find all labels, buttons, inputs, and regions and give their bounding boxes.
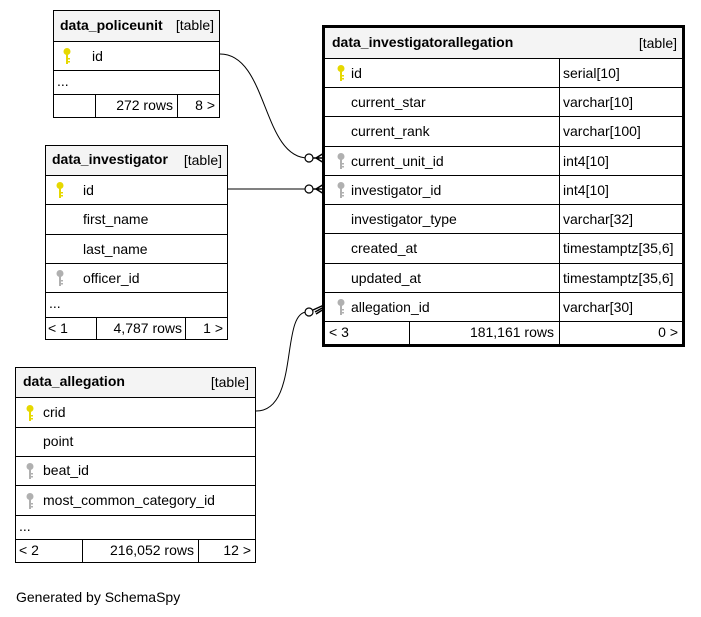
table-type: [table] xyxy=(638,35,677,51)
table-data-policeunit[interactable]: data_policeunit [table] id ... 272 rows … xyxy=(53,10,220,118)
column-row: beat_id xyxy=(16,456,255,485)
table-footer: < 3 181,161 rows 0 > xyxy=(325,321,682,344)
table-type: [table] xyxy=(183,152,222,168)
more-indicator: ... xyxy=(19,518,31,534)
table-type: [table] xyxy=(210,374,249,390)
table-header: data_allegation [table] xyxy=(16,368,255,397)
column-name: officer_id xyxy=(83,270,140,286)
column-datatype: timestamptz[35,6] xyxy=(563,240,674,256)
table-data-allegation[interactable]: data_allegation [table] crid point beat_… xyxy=(15,367,256,563)
column-row: first_name xyxy=(46,204,227,234)
relationship-end-circle xyxy=(304,307,314,317)
foreign-key-icon xyxy=(336,181,346,202)
relationship-end-circle xyxy=(304,153,314,163)
foreign-key-icon xyxy=(336,152,346,173)
column-name: crid xyxy=(43,404,66,420)
row-count: 181,161 rows xyxy=(469,324,554,340)
column-row: current_rank varchar[100] xyxy=(325,116,682,146)
column-name: id xyxy=(92,48,103,64)
relationship-allegation-to-allegation-id xyxy=(255,311,308,412)
column-datatype: varchar[30] xyxy=(563,299,634,315)
footer-left: < 3 xyxy=(329,324,349,340)
table-name: data_policeunit xyxy=(60,17,163,33)
more-columns: ... xyxy=(54,70,219,94)
footer-right: 1 > xyxy=(203,320,223,336)
column-name: current_unit_id xyxy=(351,153,444,169)
foreign-key-icon xyxy=(25,462,35,483)
footer-right: 8 > xyxy=(195,97,215,113)
column-name: point xyxy=(43,433,74,449)
column-name: first_name xyxy=(83,211,149,227)
footer-left: < 1 xyxy=(48,320,68,336)
table-type: [table] xyxy=(175,17,214,33)
table-data-investigatorallegation[interactable]: data_investigatorallegation [table] id s… xyxy=(322,25,685,347)
column-datatype: varchar[10] xyxy=(563,94,634,110)
column-row: officer_id xyxy=(46,263,227,292)
column-name: last_name xyxy=(83,241,148,257)
column-name: created_at xyxy=(351,240,418,256)
column-name: id xyxy=(83,182,94,198)
column-name: current_star xyxy=(351,94,426,110)
footer-right: 0 > xyxy=(658,324,678,340)
row-count: 272 rows xyxy=(116,97,173,113)
column-row: last_name xyxy=(46,234,227,263)
table-name: data_investigatorallegation xyxy=(332,34,514,50)
relationship-end-circle xyxy=(304,184,314,194)
foreign-key-icon xyxy=(25,492,35,513)
table-name: data_allegation xyxy=(23,373,125,389)
column-row: id xyxy=(54,41,219,70)
column-row: id serial[10] xyxy=(325,58,682,87)
more-indicator: ... xyxy=(49,295,61,311)
column-datatype: varchar[100] xyxy=(563,123,641,139)
column-name: investigator_id xyxy=(351,182,442,198)
foreign-key-icon xyxy=(336,298,346,319)
column-row: point xyxy=(16,427,255,456)
column-name: id xyxy=(351,65,362,81)
primary-key-icon xyxy=(25,404,35,425)
column-name: current_rank xyxy=(351,123,430,139)
column-row: current_unit_id int4[10] xyxy=(325,146,682,175)
primary-key-icon xyxy=(62,47,72,68)
primary-key-icon xyxy=(336,64,346,85)
column-row: investigator_type varchar[32] xyxy=(325,204,682,233)
column-name: most_common_category_id xyxy=(43,492,215,508)
column-name: allegation_id xyxy=(351,299,430,315)
column-row: allegation_id varchar[30] xyxy=(325,292,682,321)
row-count: 4,787 rows xyxy=(113,320,182,336)
foreign-key-icon xyxy=(55,269,65,290)
table-header: data_policeunit [table] xyxy=(54,11,219,41)
row-count: 216,052 rows xyxy=(109,542,194,558)
column-name: updated_at xyxy=(351,270,422,286)
column-datatype: serial[10] xyxy=(563,65,620,81)
table-footer: < 1 4,787 rows 1 > xyxy=(46,317,227,339)
table-data-investigator[interactable]: data_investigator [table] id first_name … xyxy=(45,145,228,340)
column-datatype: int4[10] xyxy=(563,153,609,169)
footer-right: 12 > xyxy=(223,542,251,558)
table-footer: < 2 216,052 rows 12 > xyxy=(16,539,255,562)
column-name: investigator_type xyxy=(351,211,457,227)
more-indicator: ... xyxy=(57,73,69,89)
column-row: most_common_category_id xyxy=(16,485,255,515)
primary-key-icon xyxy=(55,181,65,202)
more-columns: ... xyxy=(16,515,255,539)
relationship-policeunit-to-current-unit xyxy=(219,53,309,159)
column-row: current_star varchar[10] xyxy=(325,87,682,116)
table-header: data_investigator [table] xyxy=(46,146,227,175)
footer-left: < 2 xyxy=(19,542,39,558)
column-row: updated_at timestamptz[35,6] xyxy=(325,263,682,292)
column-datatype: varchar[32] xyxy=(563,211,634,227)
column-name: beat_id xyxy=(43,462,89,478)
column-row: id xyxy=(46,175,227,204)
more-columns: ... xyxy=(46,292,227,317)
table-header: data_investigatorallegation [table] xyxy=(325,28,682,58)
table-name: data_investigator xyxy=(52,151,168,167)
table-footer: 272 rows 8 > xyxy=(54,94,219,117)
column-datatype: timestamptz[35,6] xyxy=(563,270,674,286)
column-row: crid xyxy=(16,397,255,427)
column-row: created_at timestamptz[35,6] xyxy=(325,233,682,263)
column-row: investigator_id int4[10] xyxy=(325,175,682,204)
generated-by-label: Generated by SchemaSpy xyxy=(16,589,181,605)
column-datatype: int4[10] xyxy=(563,182,609,198)
